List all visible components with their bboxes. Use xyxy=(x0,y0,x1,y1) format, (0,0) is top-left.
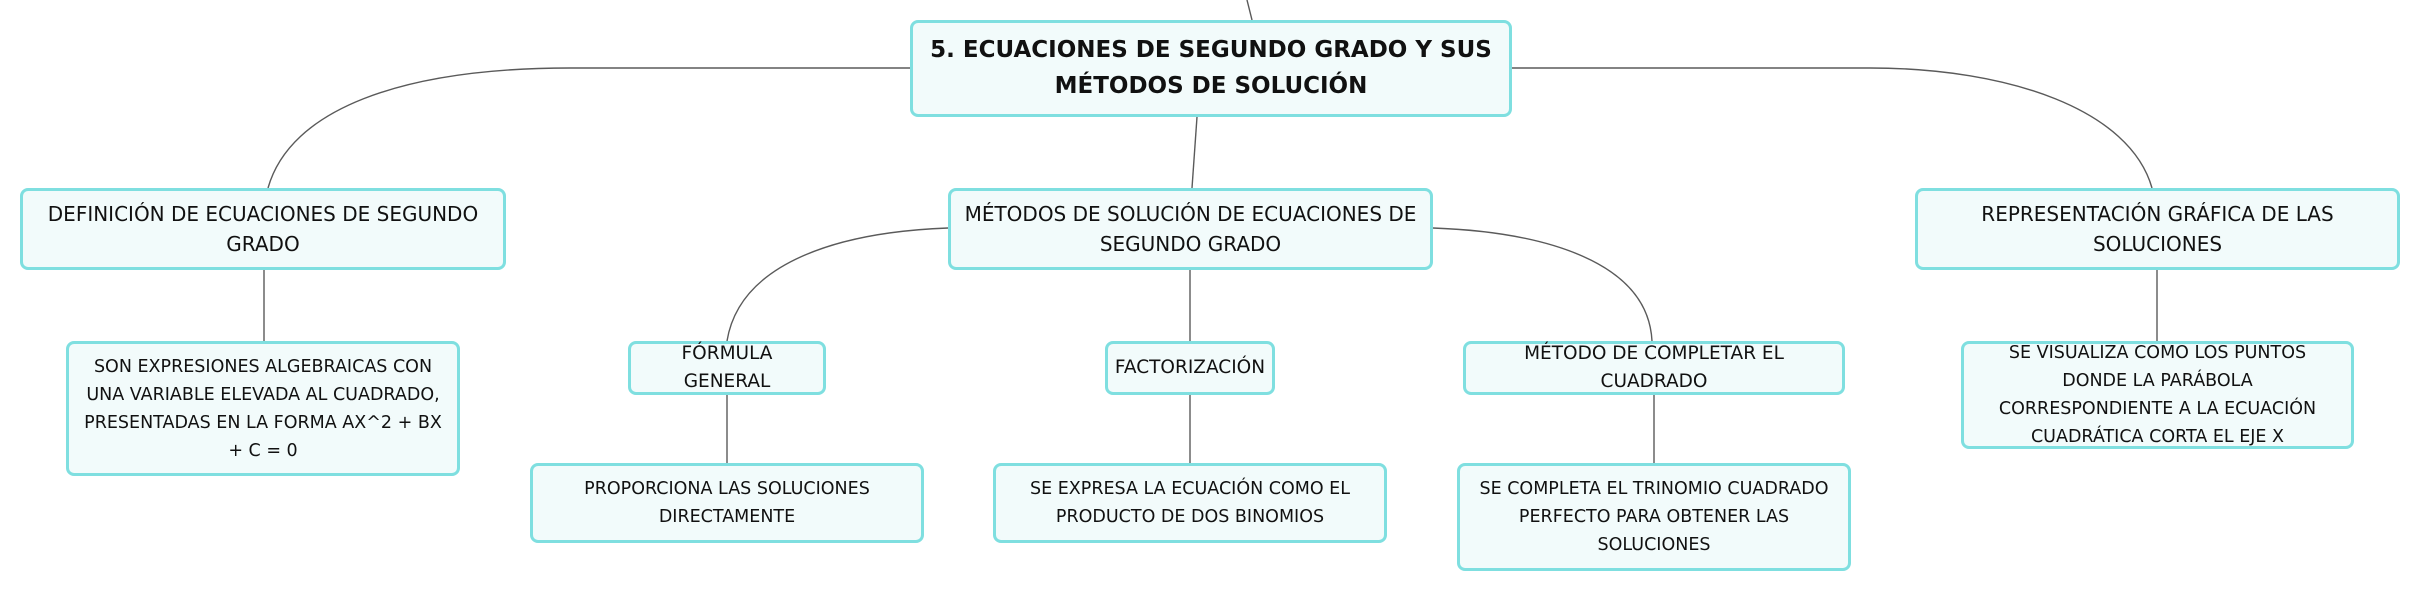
connector-root-to-metodos xyxy=(1191,116,1198,189)
connector-root-to-definicion xyxy=(267,67,910,189)
connector-root-to-representacion xyxy=(1512,67,2153,189)
subtopic-factorizacion-title: FACTORIZACIÓN xyxy=(1114,357,1266,379)
detail-formula-text: PROPORCIONA LAS SOLUCIONES DIRECTAMENTE xyxy=(584,479,870,527)
topic-metodos-title: MÉTODOS DE SOLUCIÓN DE ECUACIONES DE SEG… xyxy=(964,202,1417,256)
topic-representacion-node[interactable]: REPRESENTACIÓN GRÁFICA DE LAS SOLUCIONES xyxy=(1915,188,2400,270)
detail-definicion-node[interactable]: SON EXPRESIONES ALGEBRAICAS CON UNA VARI… xyxy=(66,341,460,476)
topic-metodos-node[interactable]: MÉTODOS DE SOLUCIÓN DE ECUACIONES DE SEG… xyxy=(948,188,1433,270)
subtopic-factorizacion-node[interactable]: FACTORIZACIÓN xyxy=(1105,341,1275,395)
subtopic-completar-node[interactable]: MÉTODO DE COMPLETAR EL CUADRADO xyxy=(1463,341,1845,395)
subtopic-completar-title: MÉTODO DE COMPLETAR EL CUADRADO xyxy=(1524,343,1784,392)
subtopic-formula-title: FÓRMULA GENERAL xyxy=(681,343,773,392)
subtopic-formula-node[interactable]: FÓRMULA GENERAL xyxy=(628,341,826,395)
connector-metodos-to-formula xyxy=(726,227,949,342)
root-topic-title: 5. ECUACIONES DE SEGUNDO GRADO Y SUS MÉT… xyxy=(930,36,1492,99)
root-topic-node[interactable]: 5. ECUACIONES DE SEGUNDO GRADO Y SUS MÉT… xyxy=(910,20,1512,117)
topic-definicion-title: DEFINICIÓN DE ECUACIONES DE SEGUNDO GRAD… xyxy=(47,202,479,256)
detail-factorizacion-node[interactable]: SE EXPRESA LA ECUACIÓN COMO EL PRODUCTO … xyxy=(993,463,1387,543)
connector-metodos-to-completar xyxy=(1432,227,1653,342)
detail-completar-text: SE COMPLETA EL TRINOMIO CUADRADO PERFECT… xyxy=(1479,479,1829,555)
detail-formula-node[interactable]: PROPORCIONA LAS SOLUCIONES DIRECTAMENTE xyxy=(530,463,924,543)
topic-definicion-node[interactable]: DEFINICIÓN DE ECUACIONES DE SEGUNDO GRAD… xyxy=(20,188,506,270)
detail-representacion-node[interactable]: SE VISUALIZA COMO LOS PUNTOS DONDE LA PA… xyxy=(1961,341,2354,449)
connector-root-incoming xyxy=(1246,0,1253,21)
topic-representacion-title: REPRESENTACIÓN GRÁFICA DE LAS SOLUCIONES xyxy=(1981,202,2334,256)
detail-definicion-text: SON EXPRESIONES ALGEBRAICAS CON UNA VARI… xyxy=(84,356,442,461)
detail-completar-node[interactable]: SE COMPLETA EL TRINOMIO CUADRADO PERFECT… xyxy=(1457,463,1851,571)
detail-factorizacion-text: SE EXPRESA LA ECUACIÓN COMO EL PRODUCTO … xyxy=(1030,479,1350,527)
detail-representacion-text: SE VISUALIZA COMO LOS PUNTOS DONDE LA PA… xyxy=(1998,343,2317,447)
